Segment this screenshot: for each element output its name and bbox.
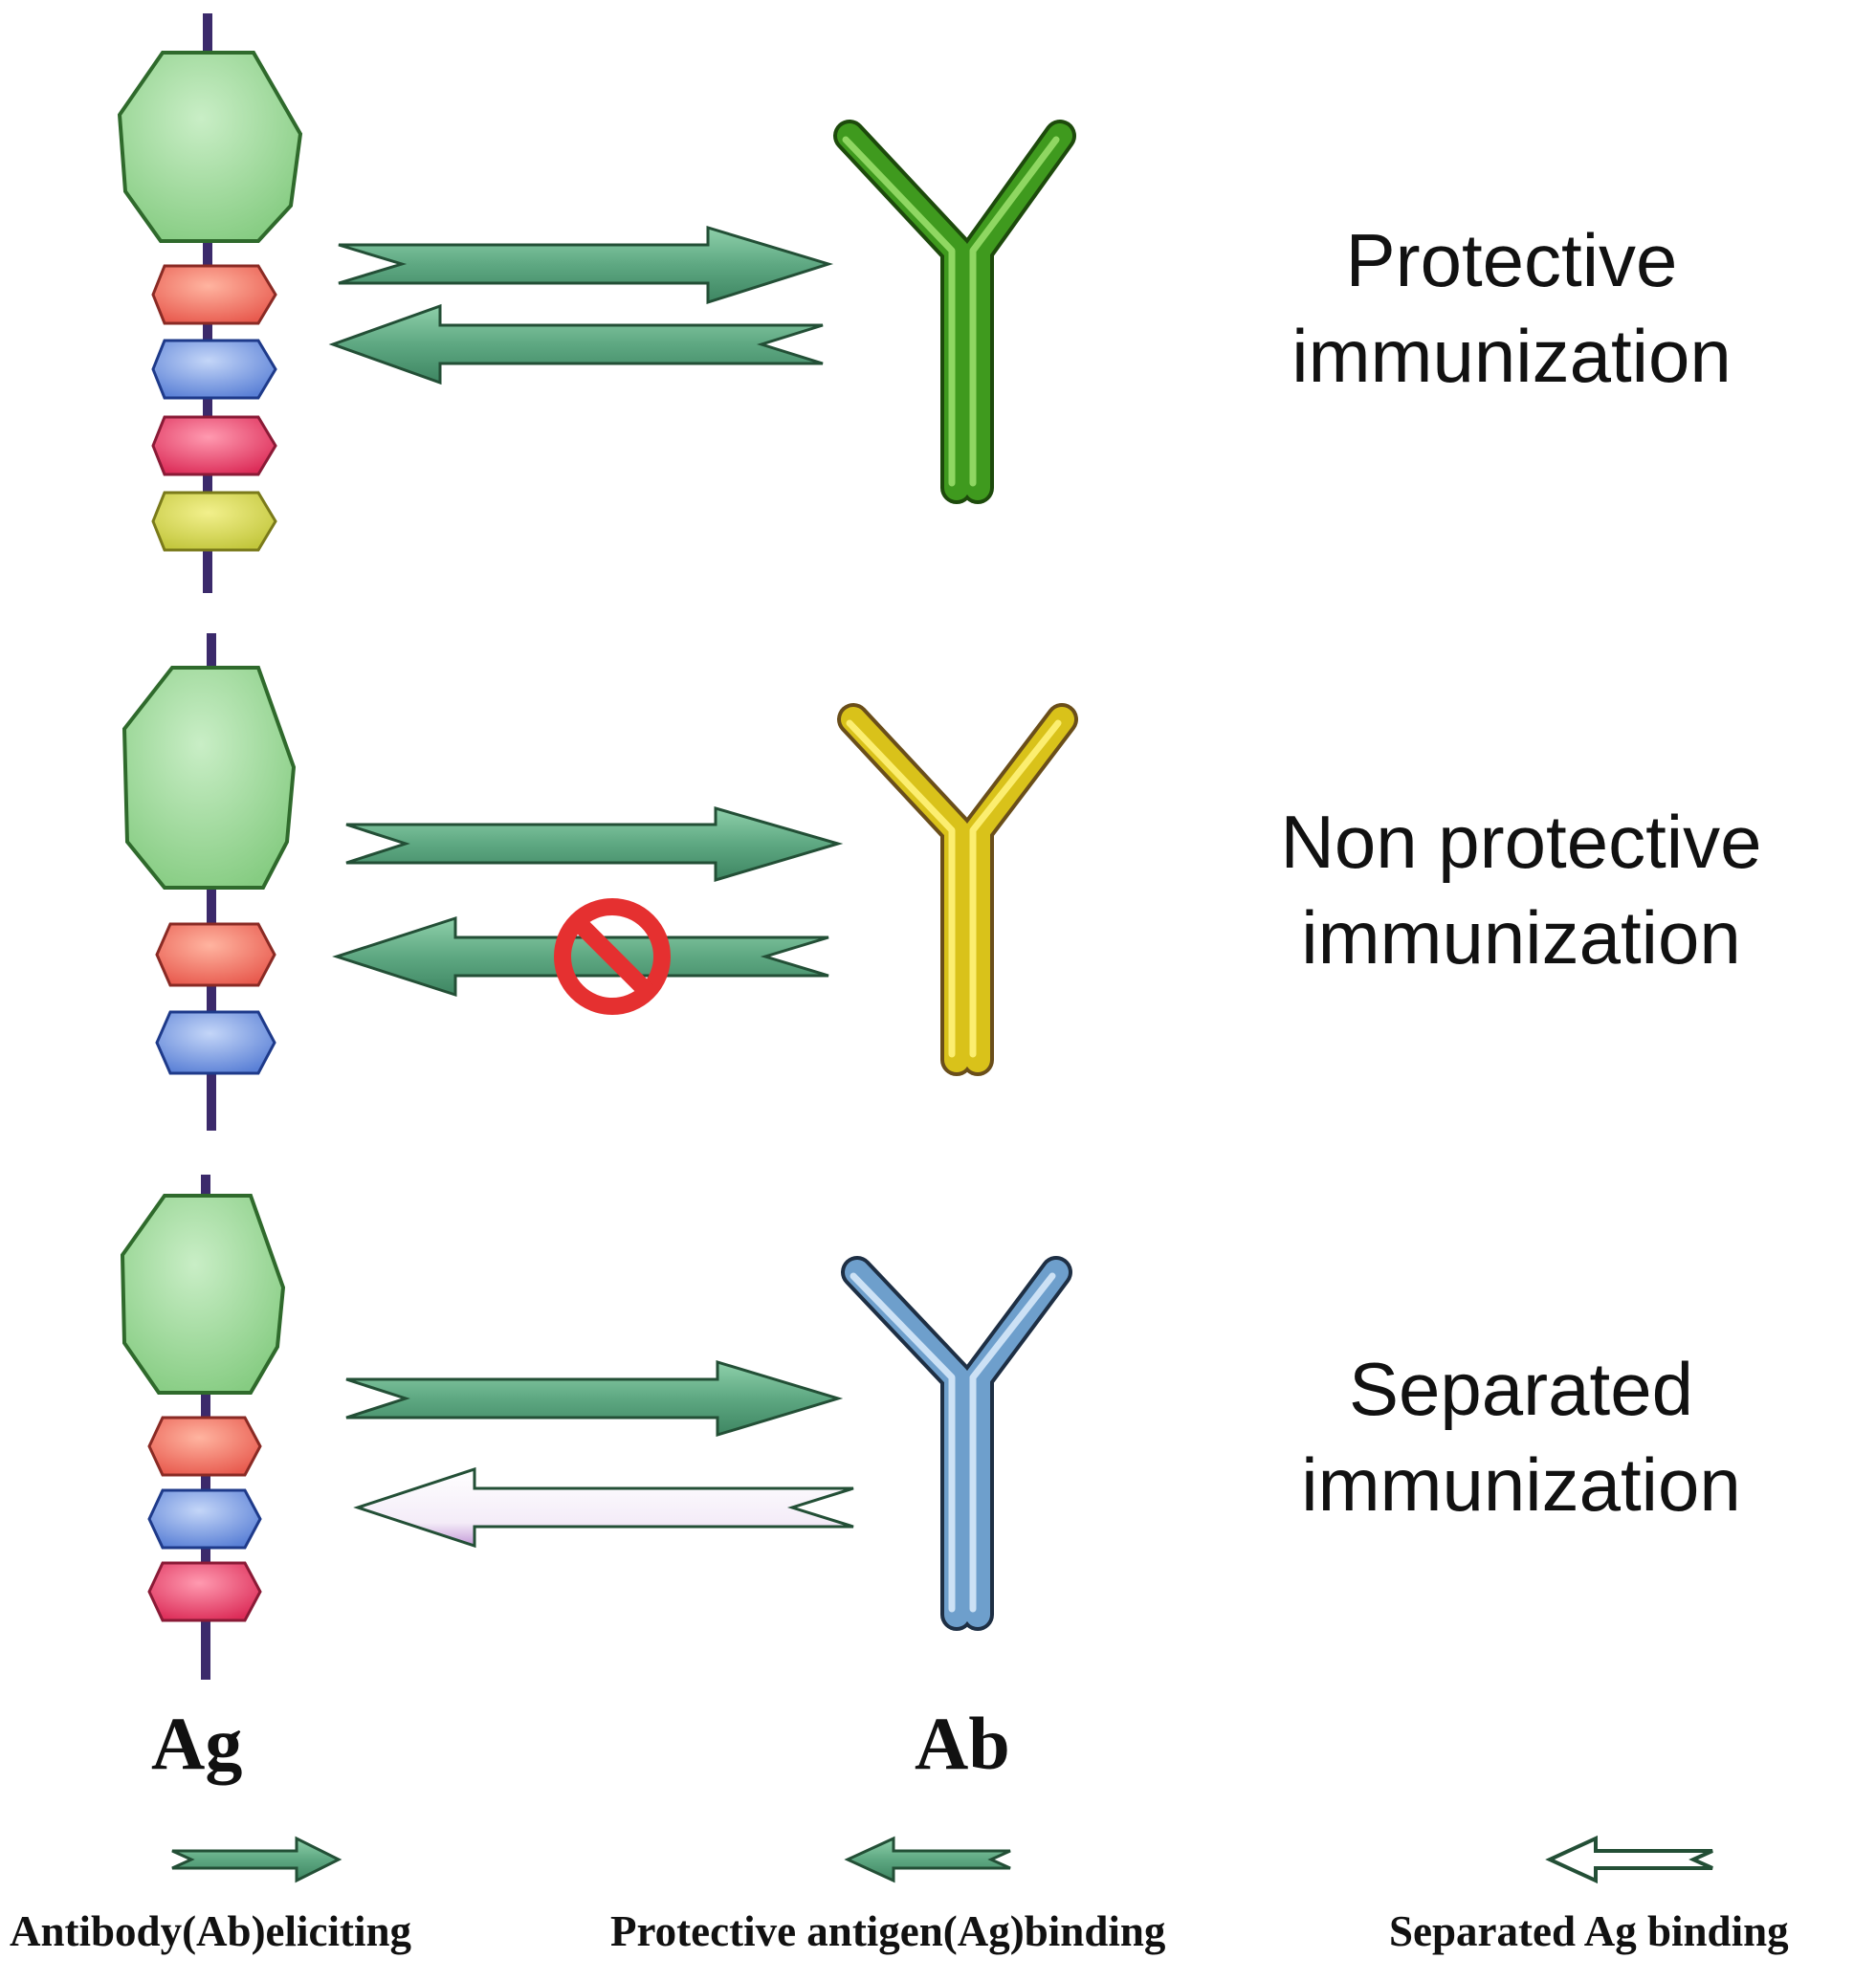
epitope-pink	[151, 415, 277, 476]
row-label-line1: Non protective	[1280, 800, 1762, 884]
row-label-line2: immunization	[1291, 314, 1732, 398]
row-label-protective: Protective immunization	[1205, 212, 1818, 404]
row-label-line2: immunization	[1301, 895, 1741, 979]
eliciting-arrow	[345, 806, 844, 883]
left-arrow-icon	[844, 1836, 1011, 1883]
row-protective	[117, 13, 1076, 593]
row-label-non-protective: Non protective immunization	[1215, 794, 1827, 985]
antigen-molecule	[117, 13, 303, 593]
antigen-label: Ag	[151, 1702, 243, 1785]
epitope-blue	[147, 1488, 262, 1550]
epitope-blue	[155, 1010, 276, 1075]
no-binding-icon	[554, 898, 671, 1015]
eliciting-arrow	[345, 1359, 844, 1438]
eliciting-arrow	[338, 225, 834, 305]
epitope-red	[151, 264, 277, 325]
epitope-yellow	[151, 491, 277, 552]
row-label-line1: Protective	[1345, 218, 1678, 302]
antigen-domain	[121, 666, 297, 890]
legend-label-separated-binding: Separated Ag binding	[1389, 1907, 1789, 1955]
right-arrow-icon	[171, 1836, 342, 1883]
epitope-pink	[147, 1561, 262, 1622]
antibody-label: Ab	[915, 1702, 1010, 1785]
separated-binding-arrow	[353, 1466, 854, 1549]
row-separated	[120, 1175, 1072, 1680]
legend-icons	[171, 1835, 1713, 1884]
protective-binding-arrow	[328, 303, 824, 385]
outline-left-arrow-icon	[1545, 1835, 1713, 1884]
row-label-separated: Separated immunization	[1215, 1341, 1827, 1532]
antibody-blue	[841, 1256, 1072, 1631]
antigen-molecule	[120, 1175, 286, 1680]
legend-label-eliciting: Antibody(Ab)eliciting	[10, 1907, 412, 1955]
protective-binding-arrow	[332, 915, 829, 998]
antigen-domain	[117, 51, 303, 243]
row-label-line2: immunization	[1301, 1442, 1741, 1527]
antibody-yellow	[837, 703, 1078, 1076]
antigen-molecule	[121, 633, 297, 1131]
epitope-red	[147, 1416, 262, 1477]
antigen-domain	[120, 1194, 286, 1395]
epitope-red	[155, 922, 276, 987]
legend-label-protective-binding: Protective antigen(Ag)binding	[610, 1907, 1166, 1955]
epitope-blue	[151, 339, 277, 400]
row-label-line1: Separated	[1349, 1347, 1693, 1431]
row-non-protective	[121, 633, 1078, 1131]
antibody-green	[833, 120, 1076, 504]
